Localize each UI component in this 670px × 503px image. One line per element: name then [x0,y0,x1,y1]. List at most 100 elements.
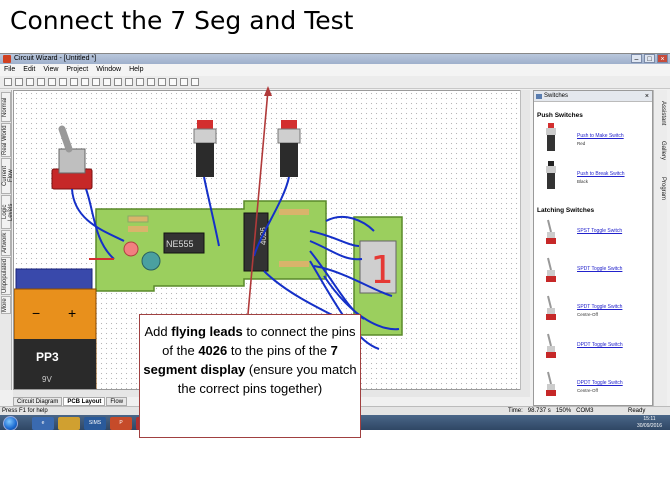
list-item-label[interactable]: SPDT Toggle Switch [577,304,623,310]
list-item-label[interactable]: Push to Break Switch [577,171,625,177]
taskbar-clock: 15:11 30/09/2016 [637,416,662,430]
pan-icon[interactable] [125,78,133,86]
tab-artwork[interactable]: Artwork [1,230,11,256]
callout-text-3: to the pins of the [227,343,331,358]
open-icon[interactable] [15,78,23,86]
port-indicator: COM3 [576,408,594,414]
push-button-2[interactable] [277,120,301,177]
tab-real-world[interactable]: Real World [1,123,11,157]
menu-edit[interactable]: Edit [23,66,36,73]
list-item[interactable]: Push to Break Switch Black [534,159,652,197]
list-item[interactable]: SPDT Toggle Switch Centre-Off [534,292,652,330]
time-label: Time: [508,408,523,414]
time-value: 98.737 s [527,408,551,414]
panel-header: Switches × [534,91,652,102]
panel-close-icon[interactable]: × [644,93,649,100]
toggle-switch-icon [546,371,556,396]
menu-bar: File Edit View Project Window Help [0,64,670,76]
flip-icon[interactable] [180,78,188,86]
list-item[interactable]: Push to Make Switch Red [534,121,652,159]
push-break-switch-icon [546,161,556,189]
rotate-icon[interactable] [169,78,177,86]
seg-digit: 1 [370,248,393,292]
callout-text-4: (ensure you match the correct pins toget… [177,362,357,396]
tab-normal[interactable]: Normal [1,92,11,122]
list-item[interactable]: SPDT Toggle Switch [534,254,652,292]
list-item-label[interactable]: DPDT Toggle Switch [577,380,623,386]
print-icon[interactable] [37,78,45,86]
instruction-callout: Add flying leads to connect the pins of … [139,314,361,438]
list-item[interactable]: SPST Toggle Switch [534,216,652,254]
start-button[interactable] [3,416,18,430]
list-item-sub: Centre-Off [577,388,598,393]
list-item[interactable]: DPDT Toggle Switch Centre-Off [534,368,652,405]
clock-date: 30/09/2016 [636,423,662,429]
tab-flow[interactable]: Flow [106,397,128,406]
list-item-label[interactable]: SPST Toggle Switch [577,228,623,234]
tab-current-flow[interactable]: Current Flow [1,158,14,194]
slide-title: Connect the 7 Seg and Test [10,6,354,35]
menu-window[interactable]: Window [96,66,122,73]
panel-title: Switches [544,93,569,99]
battery-plus: + [68,305,76,321]
status-ready: Ready [628,408,646,414]
app-icon [3,55,11,63]
explorer-icon[interactable] [58,417,80,430]
maximize-button[interactable]: □ [644,54,655,63]
menu-help[interactable]: Help [129,66,144,73]
toggle-switch-icon [546,295,556,320]
list-item-label[interactable]: SPDT Toggle Switch [577,266,623,272]
tab-more[interactable]: More [1,296,11,314]
list-item[interactable]: DPDT Toggle Switch [534,330,652,368]
toggle-switch-icon [546,219,556,244]
wire-icon[interactable] [136,78,144,86]
tab-pcb-layout[interactable]: PCB Layout [63,397,106,406]
powerpoint-icon[interactable]: P [110,417,132,430]
stop-icon[interactable] [92,78,100,86]
window-titlebar: Circuit Wizard - [Untitled *] – □ × [0,54,670,64]
play-icon[interactable] [70,78,78,86]
sims-icon[interactable]: SIMS [84,417,106,430]
probe-icon[interactable] [147,78,155,86]
component-icon[interactable] [191,78,199,86]
battery-voltage: 9V [42,375,52,384]
menu-project[interactable]: Project [66,66,89,73]
new-icon[interactable] [4,78,12,86]
pcb-board[interactable]: NE555 4026 [95,200,327,292]
list-item-label[interactable]: DPDT Toggle Switch [577,342,623,348]
clock-time: 15:11 [643,416,656,422]
undo-icon[interactable] [48,78,56,86]
tab-circuit-diagram[interactable]: Circuit Diagram [13,397,63,406]
toggle-switch[interactable] [51,125,93,190]
tab-gallery[interactable]: Gallery [660,141,666,161]
zoom-level: 150% [555,408,572,414]
menu-view[interactable]: View [43,66,59,73]
canvas-vertical-scrollbar[interactable] [520,90,530,390]
tab-assistant[interactable]: Assistant [660,100,666,126]
battery-minus: − [32,305,40,321]
tab-program[interactable]: Program [660,177,666,201]
close-button[interactable]: × [657,54,668,63]
tab-unpopulated[interactable]: Unpopulated [1,257,11,295]
callout-bold-2: 4026 [198,343,228,358]
switches-icon [536,94,542,99]
callout-bold-3: 7 segment display [143,343,338,377]
menu-file[interactable]: File [4,66,16,73]
save-icon[interactable] [26,78,34,86]
list-item-label[interactable]: Push to Make Switch [577,133,624,139]
redo-icon[interactable] [59,78,67,86]
chip-555-label: NE555 [166,239,194,249]
window-title: Circuit Wizard - [Untitled *] [14,55,97,62]
zoom-icon[interactable] [114,78,122,86]
tab-logic-levels[interactable]: Logic Levels [1,195,14,229]
select-icon[interactable] [103,78,111,86]
latching-switches-heading: Latching Switches [537,207,595,214]
ie-icon[interactable]: e [32,417,54,430]
text-icon[interactable] [158,78,166,86]
minimize-button[interactable]: – [631,54,642,63]
list-item-sub: Black [577,179,589,184]
callout-text-2: to connect the pins of the [162,324,356,358]
push-button-1[interactable] [193,120,217,177]
pause-icon[interactable] [81,78,89,86]
pp3-battery[interactable]: − + PP3 9V [14,268,97,390]
